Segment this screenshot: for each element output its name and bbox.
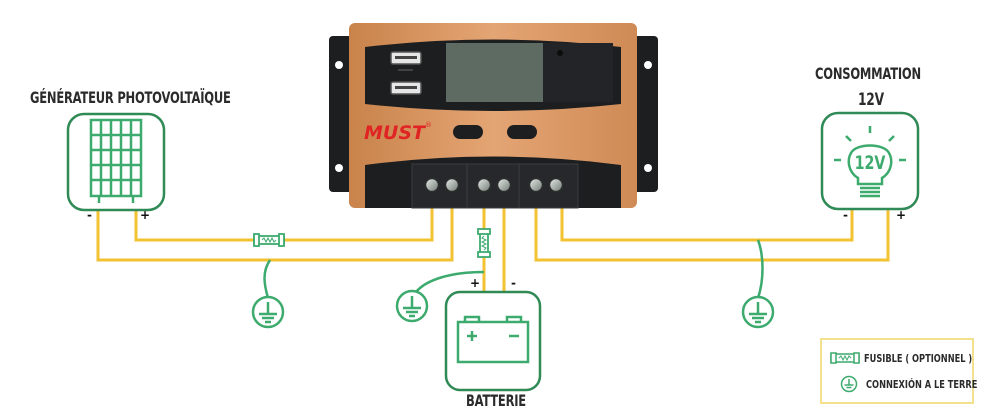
- ground-icon-battery: [395, 289, 429, 323]
- load-minus-sign: -: [843, 208, 848, 222]
- charge-controller: MUST ®: [329, 23, 658, 209]
- battery-box: [444, 290, 542, 392]
- terminal-screws: [424, 177, 564, 193]
- terminal-pv-minus: [444, 177, 460, 193]
- fuse-icon-pv: [253, 233, 285, 247]
- pv-plus-sign: +: [140, 208, 151, 222]
- fuse-icon: [830, 352, 860, 364]
- ground-leads: [263, 239, 764, 299]
- wires: [96, 205, 890, 293]
- light-bulb-icon: [834, 126, 906, 198]
- legend-ground-label: CONNEXIÓN A LE TERRE: [866, 377, 978, 391]
- battery-label: BATTERIE: [466, 391, 526, 410]
- battery-plus-sign: +: [470, 276, 481, 290]
- pv-minus-sign: -: [87, 208, 92, 222]
- legend-box: FUSIBLE ( OPTIONNEL ) CONNEXIÓN A LE TER…: [820, 338, 977, 404]
- ground-icon-load: [741, 295, 775, 329]
- ground-icon-pv: [251, 295, 285, 329]
- brand-registered-mark: ®: [425, 121, 432, 129]
- terminal-battery-minus: [496, 177, 512, 193]
- lcd-screen: [446, 43, 543, 102]
- pv-generator-label: GÉNÉRATEUR PHOTOVOLTAÏQUE: [30, 88, 231, 107]
- legend-row-fuse: FUSIBLE ( OPTIONNEL ): [830, 348, 986, 368]
- solar-panel-icon: [89, 118, 143, 203]
- fuse-icon-battery: [477, 228, 491, 258]
- terminal-load-plus: [528, 177, 544, 193]
- bulb-voltage-text: 12V: [855, 151, 886, 174]
- ground-icon: [840, 375, 858, 393]
- load-title-label: CONSOMMATION: [815, 64, 921, 83]
- wire-pv-minus: [96, 205, 454, 262]
- load-plus-sign: +: [896, 208, 907, 222]
- controller-button-right[interactable]: [507, 125, 537, 139]
- load-voltage-label: 12V: [858, 90, 884, 110]
- usb-ports: [390, 51, 422, 95]
- battery-icon: [456, 315, 530, 364]
- legend-row-ground: CONNEXIÓN A LE TERRE: [840, 374, 986, 394]
- terminal-pv-plus: [424, 177, 440, 193]
- terminal-load-minus: [548, 177, 564, 193]
- light-sensor: [557, 50, 563, 56]
- pv-generator-box: [66, 112, 166, 212]
- battery-minus-sign: -: [511, 276, 516, 290]
- brand-logo: MUST: [364, 122, 427, 144]
- terminal-battery-plus: [476, 177, 492, 193]
- wire-load-plus: [534, 205, 890, 262]
- load-box: 12V: [820, 111, 920, 211]
- wire-load-minus: [560, 205, 854, 242]
- legend-fuse-label: FUSIBLE ( OPTIONNEL ): [864, 351, 973, 365]
- controller-button-left[interactable]: [453, 125, 483, 139]
